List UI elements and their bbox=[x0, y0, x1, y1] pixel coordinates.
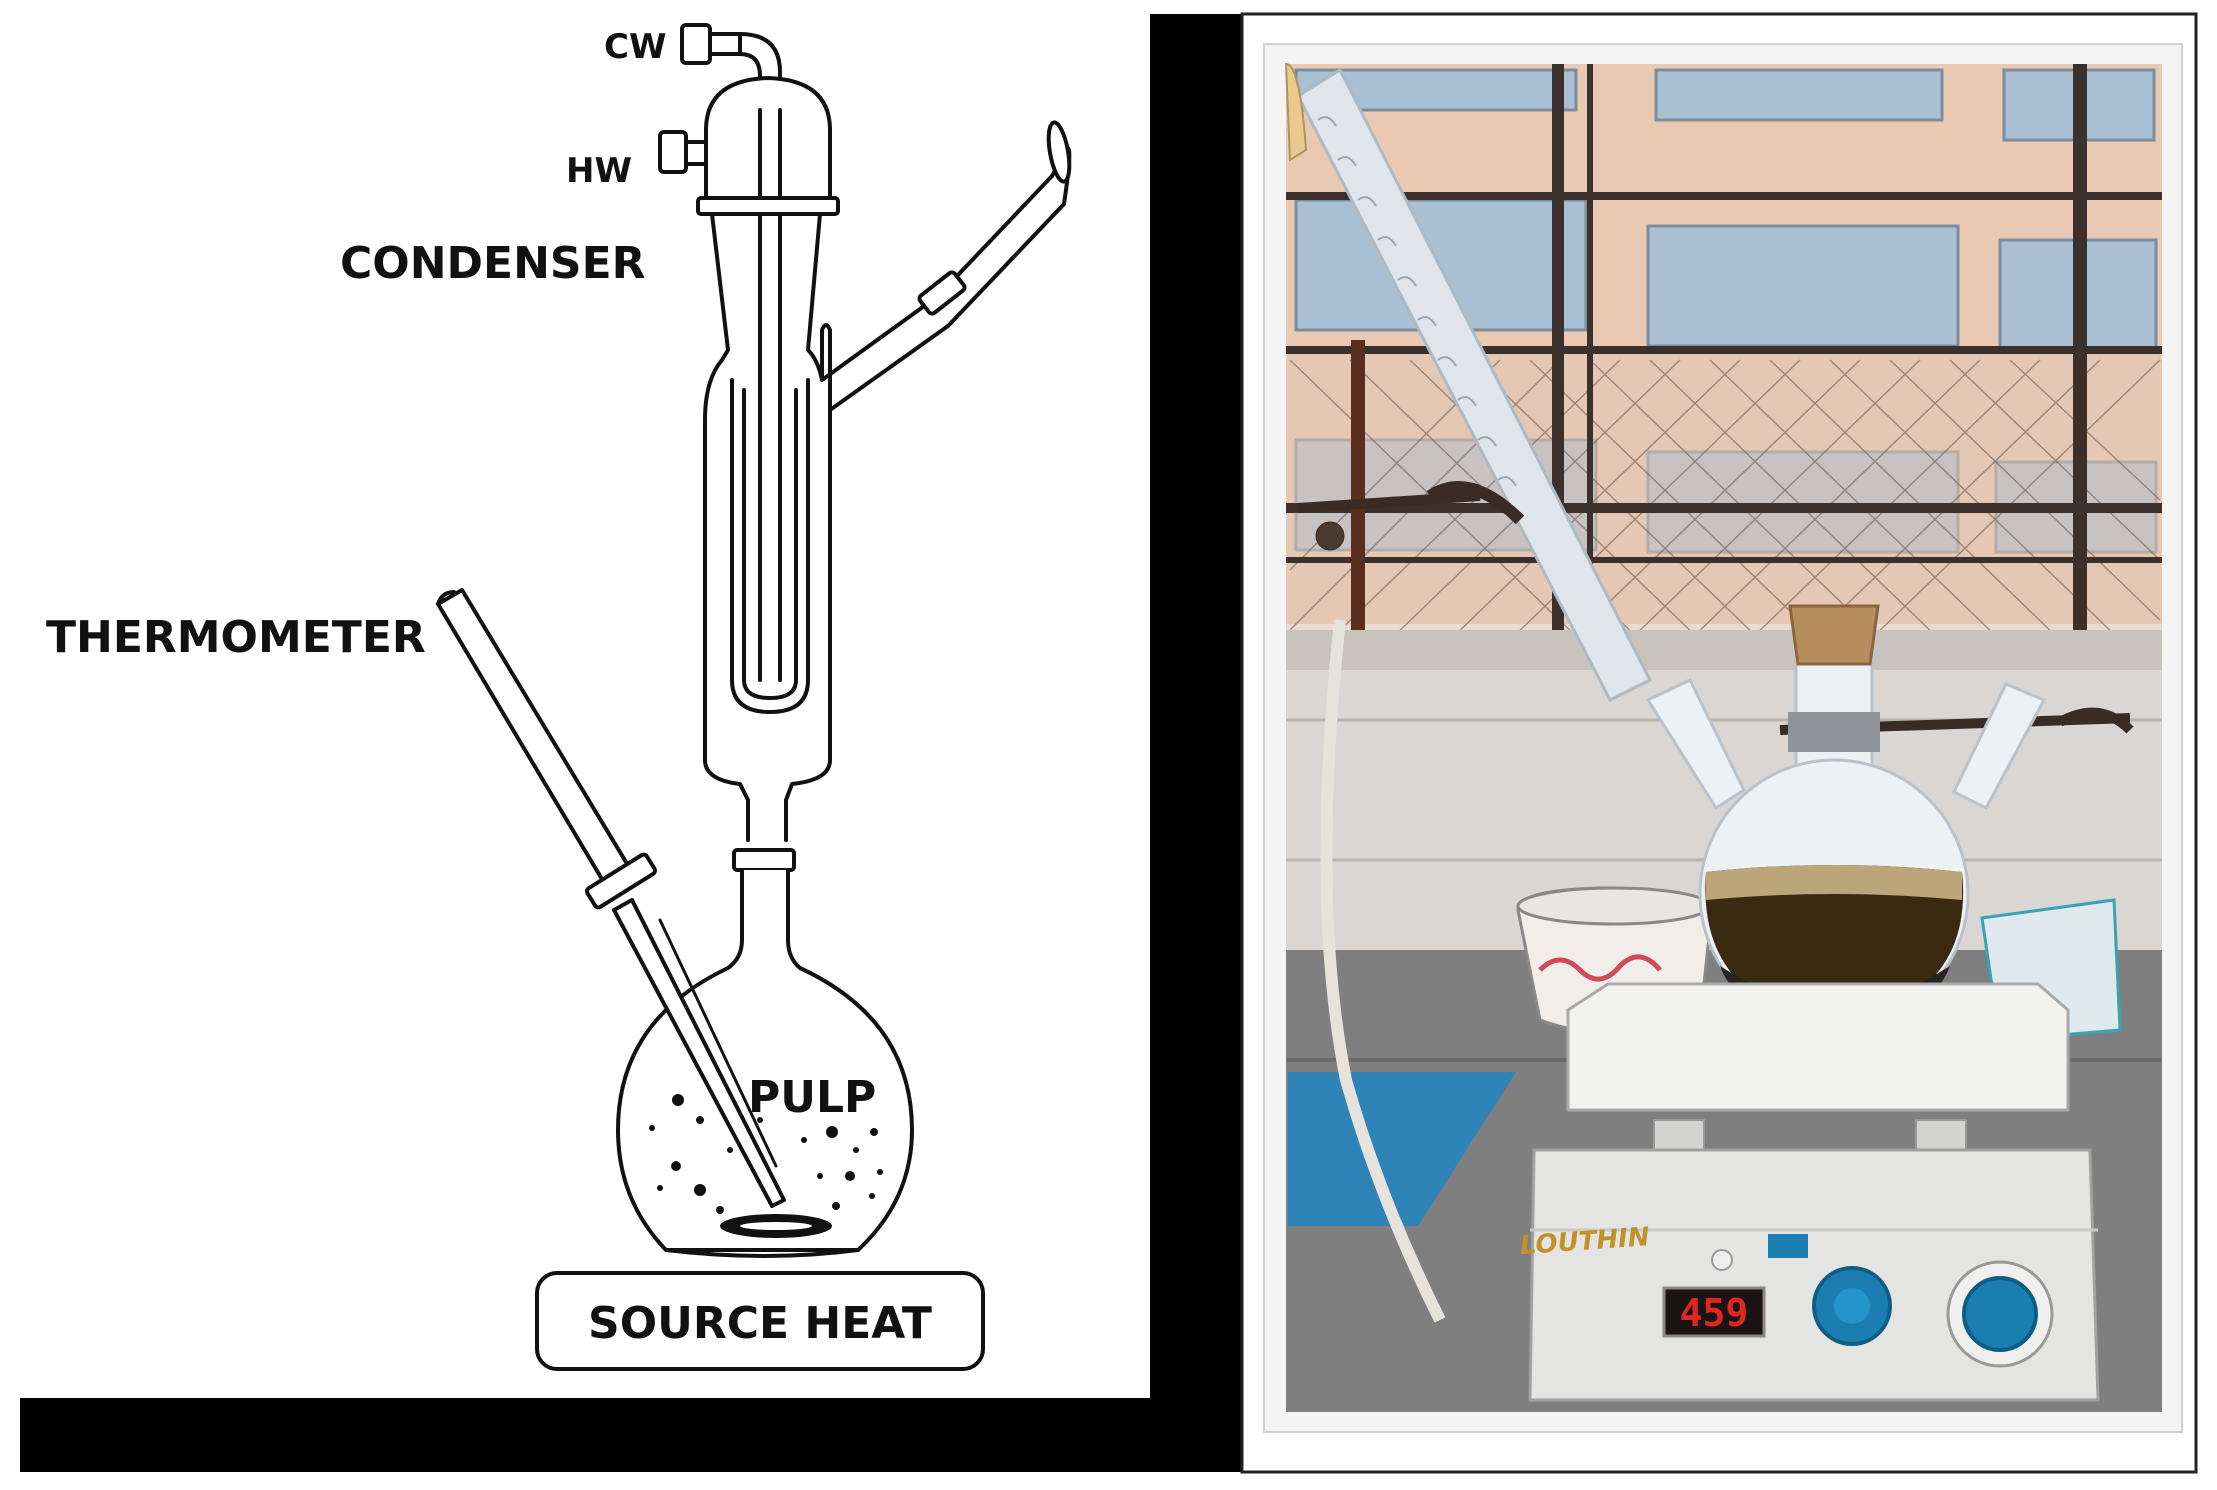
diagram-background bbox=[0, 0, 1150, 1400]
power-indicator-icon bbox=[1711, 1249, 1733, 1271]
label-thermometer: THERMOMETER bbox=[46, 612, 426, 663]
cw-connector-icon bbox=[680, 23, 782, 112]
photo-condenser bbox=[1284, 62, 1653, 703]
frame-bottom-bar bbox=[20, 1398, 1240, 1472]
pulp-particles bbox=[649, 1094, 883, 1214]
photo-panel: LOUTHIN 459 bbox=[1240, 12, 2198, 1474]
label-hw: HW bbox=[566, 151, 632, 191]
thermometer-icon bbox=[436, 588, 786, 1208]
label-source-heat: SOURCE HEAT bbox=[588, 1298, 932, 1349]
hotplate-stirrer: LOUTHIN 459 bbox=[1519, 982, 2100, 1402]
stand-base bbox=[1288, 1072, 1516, 1226]
label-pulp: PULP bbox=[748, 1072, 876, 1123]
round-bottom-flask bbox=[616, 868, 914, 1252]
side-arm-opening bbox=[1046, 120, 1072, 184]
label-condenser: CONDENSER bbox=[340, 238, 646, 289]
three-neck-flask bbox=[1645, 604, 2047, 1030]
flask-joint bbox=[732, 848, 796, 872]
source-heat-box bbox=[535, 1271, 985, 1371]
side-arm bbox=[820, 294, 950, 412]
inner-coil bbox=[730, 378, 810, 714]
plastic-tube bbox=[1320, 619, 1446, 1323]
flask-mixture bbox=[1705, 865, 1964, 1015]
display-panel bbox=[1662, 1286, 1766, 1338]
frame-right-bar bbox=[1150, 14, 1242, 1472]
side-arm-joint bbox=[917, 270, 967, 316]
mode-button-icon bbox=[1768, 1234, 1808, 1258]
display-readout: 459 bbox=[1680, 1291, 1749, 1335]
diagram-panel: CW HW CONDENSER THERMOMETER PULP SOURCE … bbox=[0, 0, 1242, 1472]
photo-scene: LOUTHIN 459 bbox=[1284, 62, 2162, 1412]
condenser-joint bbox=[696, 196, 840, 216]
condenser-body bbox=[703, 212, 832, 842]
condenser-head bbox=[704, 76, 832, 202]
label-cw: CW bbox=[604, 27, 666, 67]
